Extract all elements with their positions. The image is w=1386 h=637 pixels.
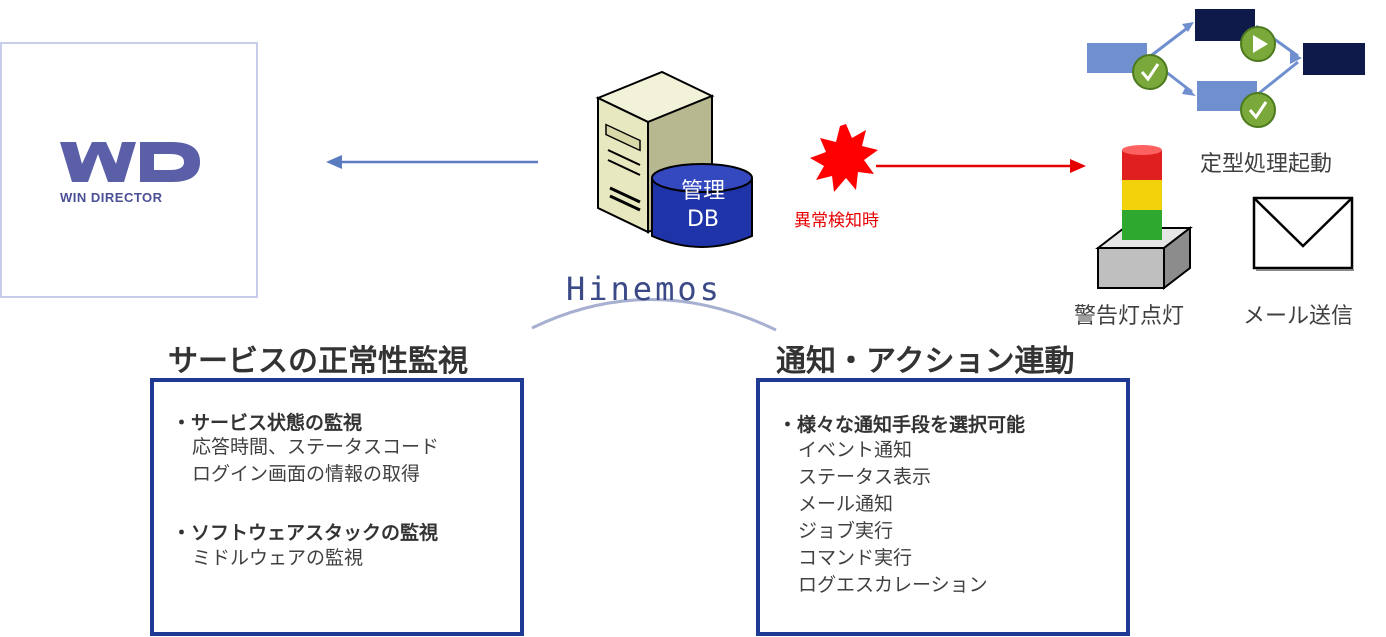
notification-action-title: 通知・アクション連動 (776, 344, 1075, 379)
notification-action-panel (756, 378, 1130, 636)
bullet-item: コマンド実行 (798, 547, 913, 569)
service-monitoring-panel (150, 378, 524, 636)
win-director-logo-icon (60, 142, 200, 182)
hinemos-arc (531, 298, 777, 332)
database-label: 管理 DB (680, 179, 725, 232)
bullet-heading: ・様々な通知手段を選択可能 (778, 414, 1026, 436)
job-flow-icon (1085, 7, 1367, 128)
bullet-item: ログイン画面の情報の取得 (192, 463, 421, 485)
job-start-label: 定型処理起動 (1200, 152, 1333, 177)
alert-burst-icon (810, 124, 878, 192)
bullet-item: ログエスカレーション (798, 574, 988, 596)
mail-send-label: メール送信 (1243, 304, 1354, 329)
win-director-logo-box (0, 42, 258, 298)
signal-light-label: 警告灯点灯 (1074, 304, 1185, 329)
bullet-item: メール通知 (798, 493, 894, 515)
bullet-heading: ・ソフトウェアスタックの監視 (172, 522, 439, 544)
win-director-logo-text: WIN DIRECTOR (60, 190, 163, 205)
anomaly-detected-label: 異常検知時 (794, 211, 879, 231)
bullet-item: ジョブ実行 (798, 520, 894, 542)
bullet-item: ミドルウェアの監視 (192, 547, 364, 569)
database-icon (651, 163, 753, 248)
bullet-item: ステータス表示 (798, 466, 932, 488)
mail-icon (1252, 196, 1354, 271)
hinemos-logo-text: Hinemos (566, 270, 722, 308)
bullet-item: イベント通知 (798, 439, 913, 461)
service-monitoring-title: サービスの正常性監視 (168, 344, 468, 379)
bullet-heading: ・サービス状態の監視 (172, 412, 363, 434)
signal-light-icon (1095, 145, 1193, 291)
arrow-left-icon (326, 155, 538, 169)
bullet-item: 応答時間、ステータスコード (192, 436, 440, 458)
server-icon (595, 70, 715, 234)
arrow-right-icon (876, 159, 1086, 173)
